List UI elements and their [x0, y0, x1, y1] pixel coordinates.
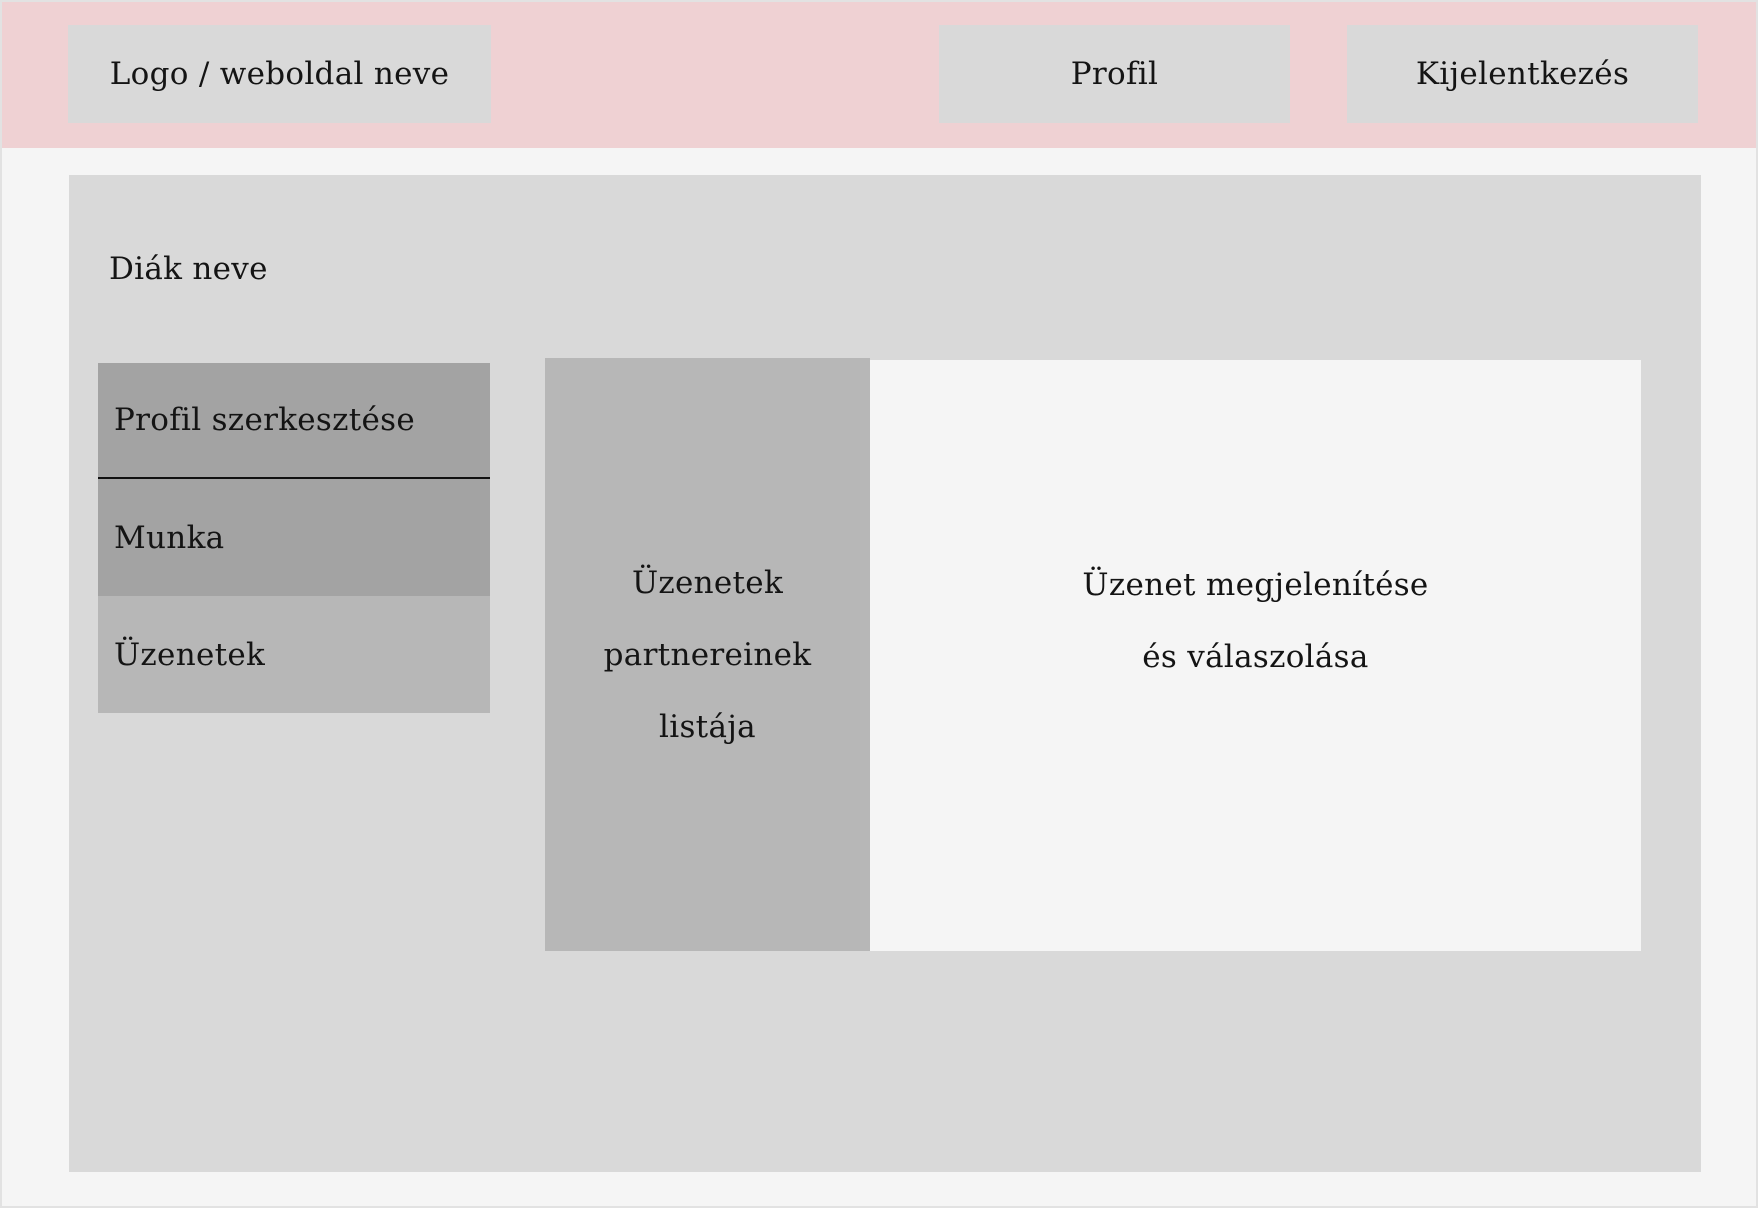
- sidebar-item-label: Üzenetek: [114, 636, 266, 673]
- message-display-panel[interactable]: Üzenet megjelenítése és válaszolása: [870, 360, 1641, 951]
- student-name: Diák neve: [109, 251, 268, 287]
- message-partners-list-label: Üzenetek partnereinek listája: [603, 564, 812, 745]
- sidebar-item-label: Munka: [114, 519, 225, 556]
- profile-button[interactable]: Profil: [939, 25, 1290, 123]
- logout-button[interactable]: Kijelentkezés: [1347, 25, 1698, 123]
- sidebar-menu: Profil szerkesztése Munka Üzenetek: [98, 363, 490, 713]
- site-logo[interactable]: Logo / weboldal neve: [68, 25, 491, 123]
- sidebar-item-label: Profil szerkesztése: [114, 402, 416, 438]
- top-header: Logo / weboldal neve Profil Kijelentkezé…: [2, 2, 1756, 148]
- site-logo-label: Logo / weboldal neve: [109, 56, 450, 92]
- logout-button-label: Kijelentkezés: [1415, 56, 1630, 92]
- sidebar-item-work[interactable]: Munka: [98, 479, 490, 596]
- message-partners-list[interactable]: Üzenetek partnereinek listája: [545, 358, 870, 951]
- main-panel: Diák neve Profil szerkesztése Munka Üzen…: [69, 175, 1701, 1172]
- sidebar-item-messages[interactable]: Üzenetek: [98, 596, 490, 713]
- profile-button-label: Profil: [1070, 56, 1159, 92]
- sidebar-item-edit-profile[interactable]: Profil szerkesztése: [98, 363, 490, 479]
- message-display-label: Üzenet megjelenítése és válaszolása: [1082, 566, 1429, 675]
